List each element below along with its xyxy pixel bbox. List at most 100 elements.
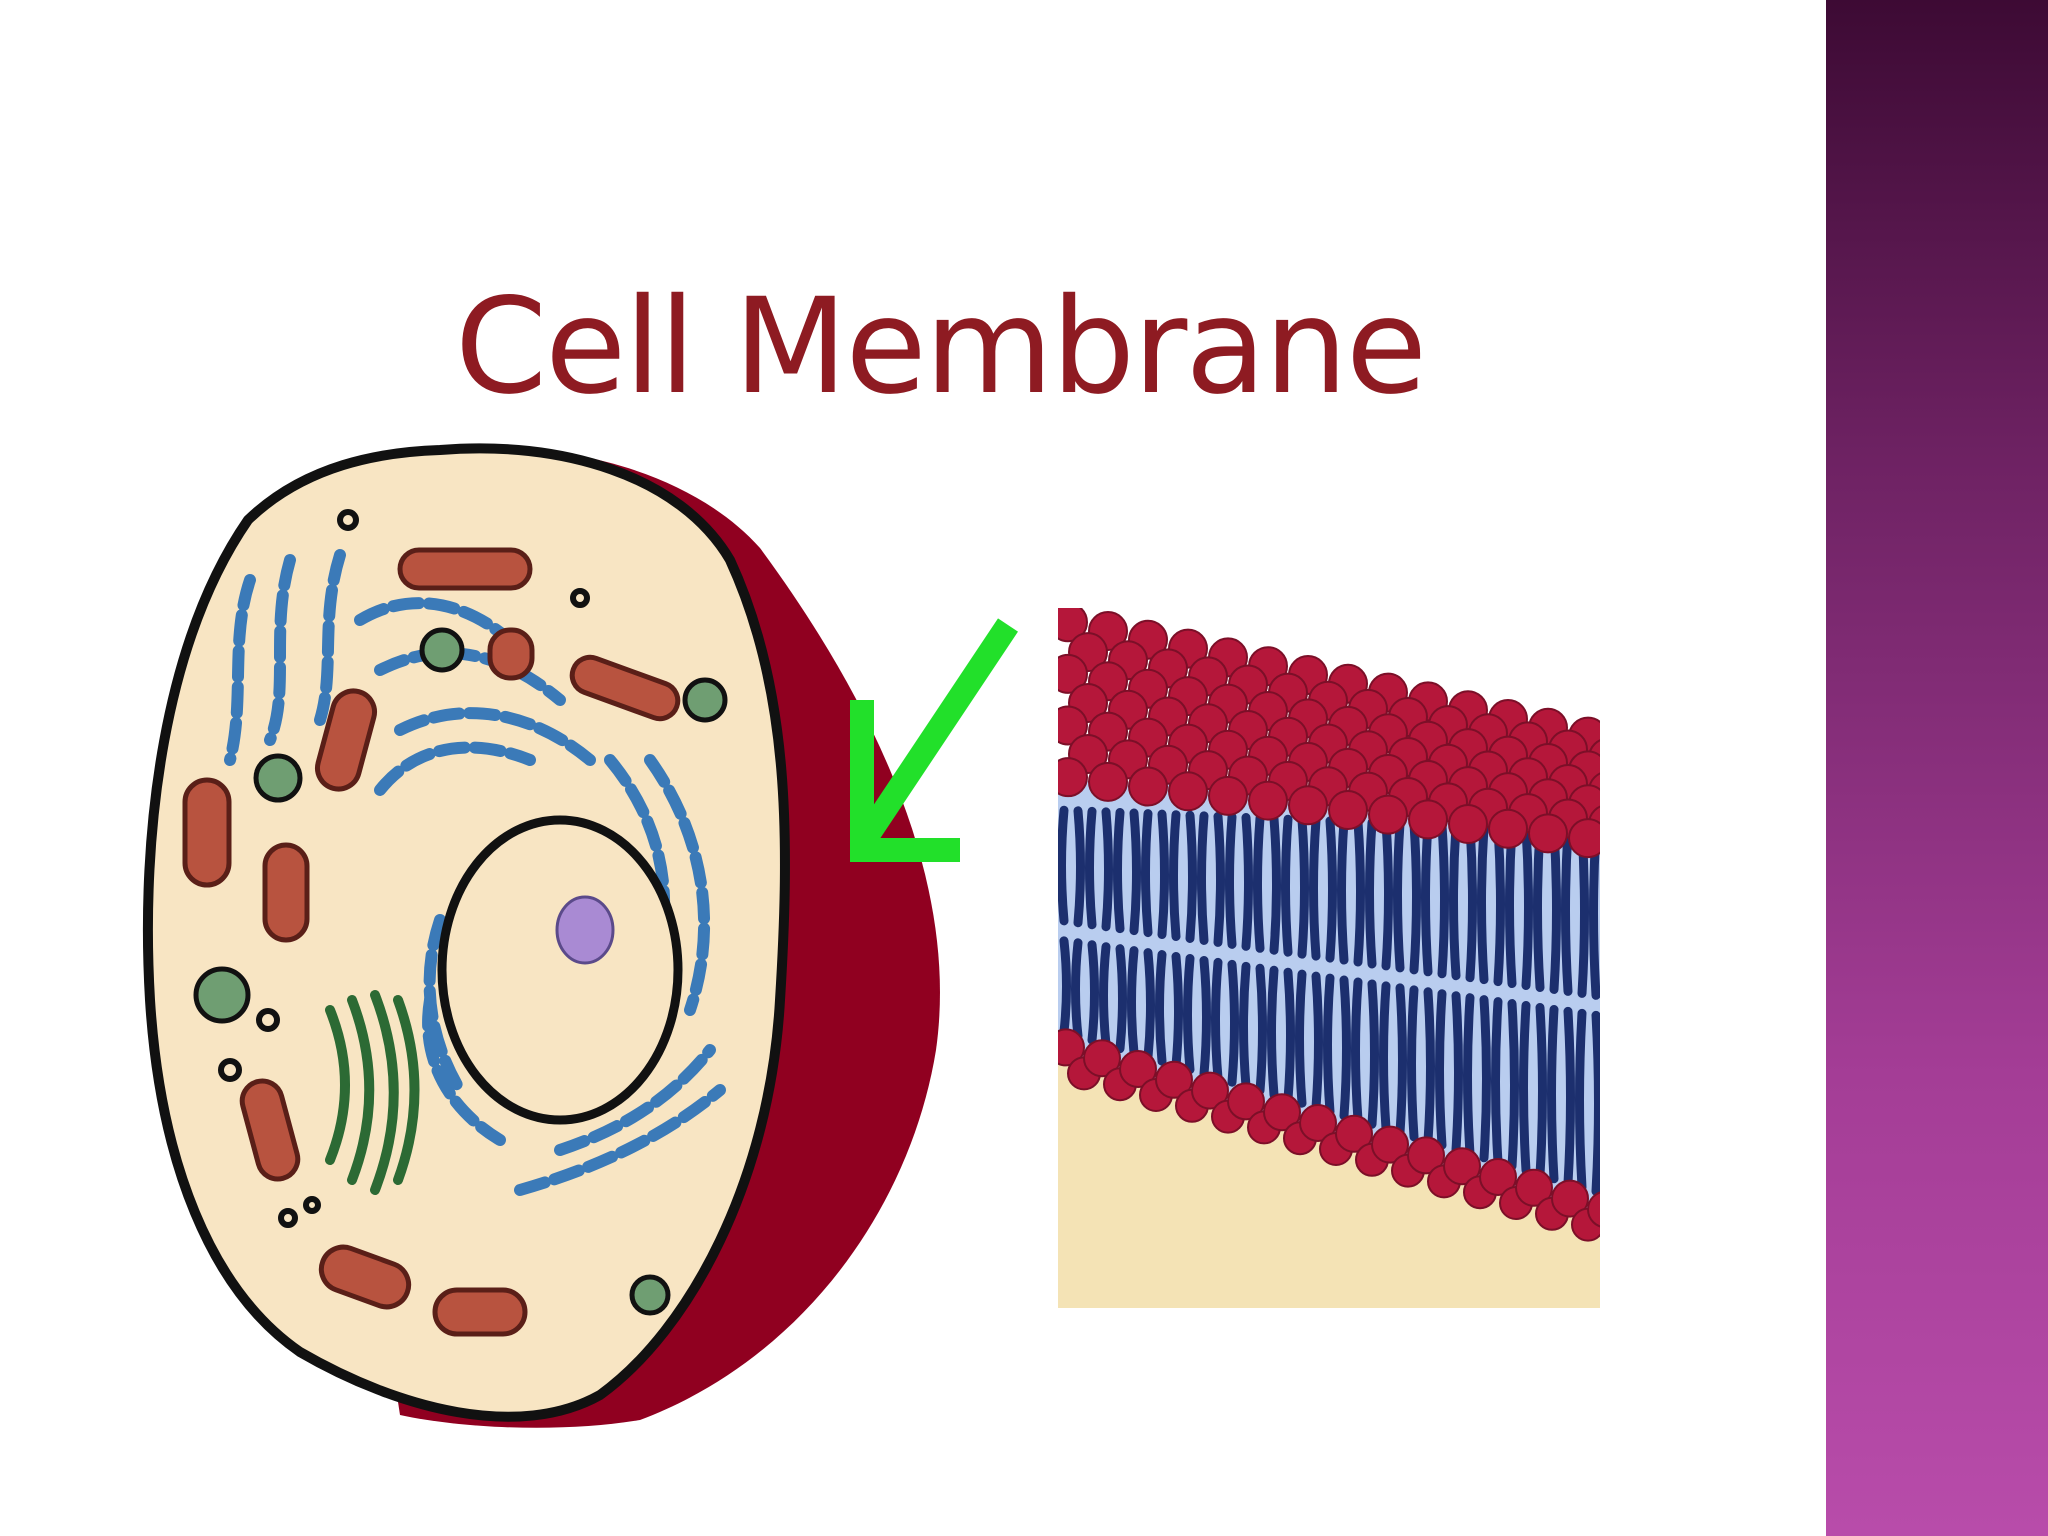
lipid-tail (1281, 814, 1293, 957)
lipid-tail (1127, 946, 1139, 1058)
arrow-down-left-icon (850, 618, 1018, 862)
phospholipid-head (1128, 766, 1168, 807)
lipid-tail (1507, 999, 1519, 1171)
lipid-tail (1297, 815, 1309, 959)
phospholipid-head (1568, 818, 1600, 859)
lipid-tail (1519, 1001, 1531, 1175)
phospholipid-head (1119, 1050, 1157, 1088)
lipid-tail (1283, 967, 1295, 1104)
lipid-tail (1549, 825, 1561, 994)
lipid-tail (1253, 813, 1265, 953)
decorative-side-bar (1826, 0, 2048, 1536)
phospholipid-head (1058, 1028, 1085, 1067)
lipid-tail (1101, 807, 1113, 932)
lipid-tail (1393, 819, 1405, 973)
phospholipid-head (1371, 1125, 1409, 1164)
lipid-tail (1561, 825, 1573, 996)
lipid-tail (1465, 821, 1477, 983)
phospholipid-head (1263, 1093, 1301, 1132)
lipid-tail (1099, 942, 1111, 1049)
slide-title: Cell Membrane (454, 270, 1427, 424)
phospholipid-head (1587, 1191, 1600, 1228)
small-vesicles (218, 509, 590, 1228)
lipid-tail (1395, 983, 1407, 1138)
lipid-tail (1493, 823, 1505, 987)
nucleus (437, 815, 683, 1125)
lipid-tail (1451, 991, 1463, 1154)
lipid-tail (1211, 957, 1223, 1083)
phospholipid-head (1227, 1082, 1265, 1121)
lipid-tail (1185, 810, 1197, 943)
lipid-tail (1449, 821, 1461, 981)
lipid-tail (1141, 809, 1153, 938)
lipid-tail (1463, 993, 1475, 1159)
phospholipid-head (1058, 608, 1088, 643)
lipid-tail (1129, 808, 1141, 936)
lipid-tail (1267, 965, 1279, 1100)
lipid-tails (1058, 805, 1613, 1196)
lipid-tail (1479, 995, 1491, 1163)
phospholipid-head (1058, 705, 1088, 746)
lipid-tail (1183, 953, 1195, 1075)
lipid-tail (1309, 815, 1321, 961)
phospholipid-head (1479, 1158, 1517, 1196)
lipid-bilayer-inset (1058, 608, 1613, 1308)
lipid-tail (1421, 820, 1433, 977)
cell-illustration (142, 443, 1613, 1428)
lipid-tail (1143, 948, 1155, 1062)
phospholipid-head (1515, 1168, 1553, 1207)
lipid-tail (1197, 811, 1209, 945)
phospholipid-head (1408, 799, 1448, 840)
lipid-tail (1199, 955, 1211, 1079)
lipid-tail (1575, 1008, 1587, 1192)
lipid-tail (1437, 820, 1449, 979)
lipid-tail (1311, 971, 1323, 1112)
phospholipid-head (1368, 794, 1408, 835)
mitochondria (182, 547, 681, 1337)
lipid-tail (1381, 818, 1393, 971)
lipid-tail (1155, 950, 1167, 1066)
lipid-tail (1435, 989, 1447, 1150)
phospholipid-head (1155, 1060, 1193, 1099)
phospholipid-head (1407, 1136, 1445, 1175)
lipid-tail (1227, 959, 1239, 1087)
phospholipid-head (1083, 1039, 1121, 1078)
phospholipid-head (1328, 789, 1368, 830)
lipid-tail (1491, 997, 1503, 1167)
lipid-tail (1339, 975, 1351, 1121)
lipid-tail (1521, 824, 1533, 991)
lipid-tail (1239, 961, 1251, 1091)
phospholipid-head (1058, 653, 1088, 694)
lipid-tail (1225, 812, 1237, 949)
lipid-tail (1533, 824, 1545, 992)
golgi-apparatus (325, 990, 420, 1195)
upper-phospholipid-heads (1058, 608, 1600, 859)
phospholipid-head (1248, 780, 1288, 821)
lipid-tail (1058, 805, 1069, 926)
phospholipid-head (1443, 1147, 1481, 1186)
lipid-tail (1591, 1010, 1600, 1196)
lipid-tail (1169, 810, 1181, 942)
lipid-tail (1171, 952, 1183, 1070)
phospholipid-head (1335, 1114, 1373, 1153)
lipid-tail (1365, 818, 1377, 969)
lipid-tail (1295, 969, 1307, 1108)
phospholipid-head (1288, 785, 1328, 826)
lipid-tail (1059, 936, 1071, 1037)
lipid-tail (1073, 806, 1085, 928)
lipid-tail (1477, 822, 1489, 985)
phospholipid-head (1448, 804, 1488, 845)
lipid-tail (1085, 806, 1097, 930)
lipid-tail (1115, 944, 1127, 1054)
lipid-tail (1087, 940, 1099, 1045)
phospholipid-head (1488, 808, 1528, 849)
phospholipid-head (1088, 761, 1128, 802)
lipid-tail (1409, 819, 1421, 975)
lipid-tail (1351, 977, 1363, 1125)
lipid-tail (1241, 813, 1253, 951)
lipid-tail (1535, 1002, 1547, 1180)
lipid-tail (1610, 832, 1613, 997)
lipid-tail (1379, 981, 1391, 1133)
lipid-tail (1423, 987, 1435, 1146)
